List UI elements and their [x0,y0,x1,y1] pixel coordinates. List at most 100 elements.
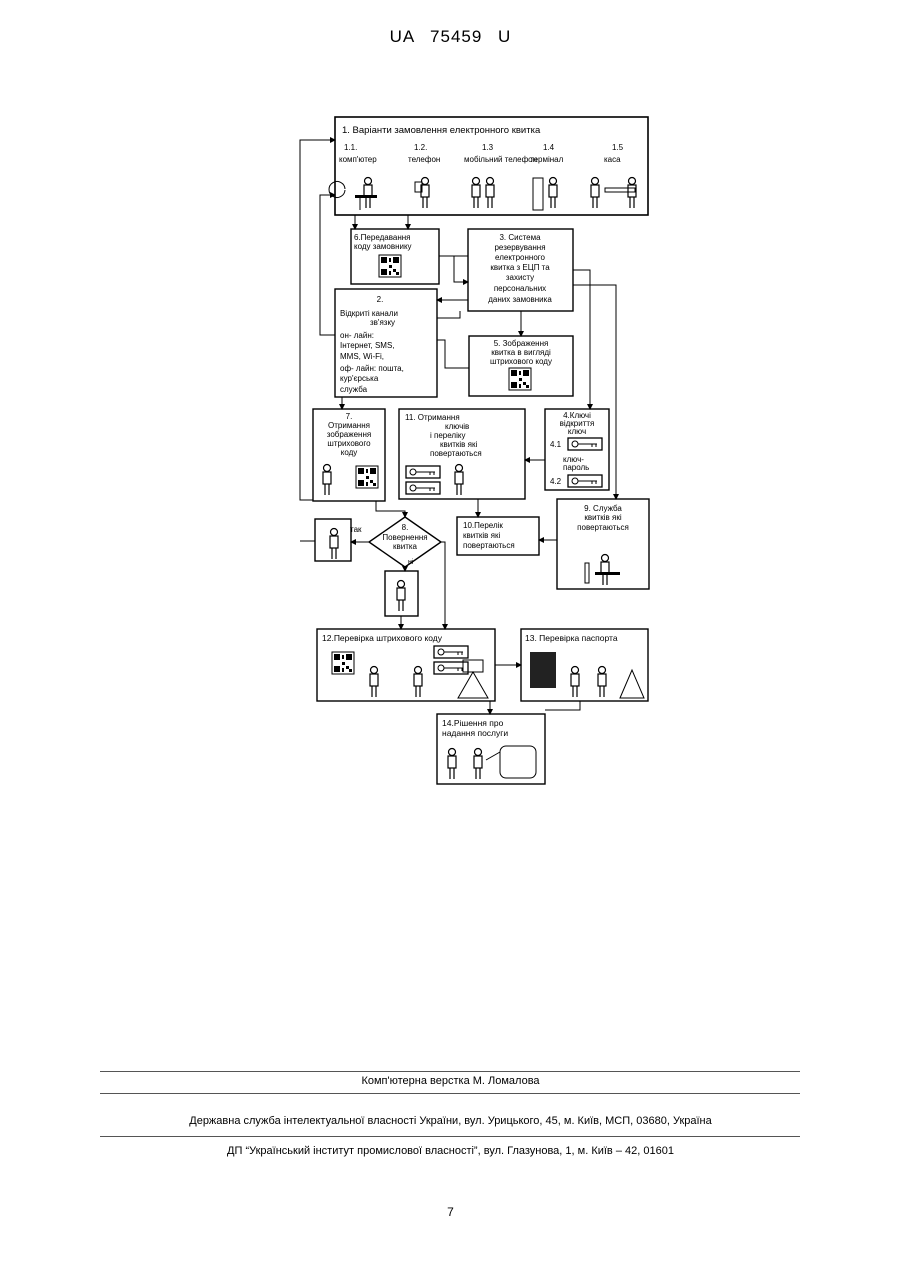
footer-divider [100,1136,800,1137]
box1-option3-num: 1.3 [482,143,494,152]
qr-code-icon [509,368,531,390]
box1-option4-label: термінал [530,155,564,164]
decision8-yes: так [350,525,362,534]
passenger-icon [474,749,482,780]
box5-line2: квитка в вигляді [491,348,551,357]
box10-line2: квитків які [463,531,500,540]
gate-icon [620,670,644,698]
passenger-icon [370,667,378,698]
box-code-transfer: 6.Передавання коду замовнику [351,229,439,284]
key-icon [406,482,440,494]
flowchart-svg: 1. Варіанти замовлення електронного квит… [0,0,901,800]
footer-divider [100,1093,800,1094]
box11-line3: і переліку [430,431,465,440]
footer-layout-credit: Комп'ютерна верстка М. Ломалова [0,1075,901,1087]
box2-line8: кур'єрська [340,374,379,383]
box11-line2: ключів [445,422,469,431]
box1-option3-label: мобільний телефон [464,155,537,164]
box6-line2: коду замовнику [354,242,412,251]
passport-icon [530,652,556,688]
box2-line9: служба [340,385,368,394]
key-icon [434,646,468,658]
box2-line5: Інтернет, SMS, [340,341,395,350]
box12-title: 12.Перевірка штрихового коду [322,633,443,643]
box1-option1-num: 1.1. [344,143,357,152]
box10-line1: 10.Перелік [463,521,503,530]
box14-line2: надання послуги [442,728,508,738]
footer-divider [100,1071,800,1072]
box3-line5: захисту [506,273,534,282]
box2-line6: MMS, Wi-Fi, [340,352,384,361]
inspector-icon [448,749,456,780]
box-passport-check: 13. Перевірка паспорта [521,629,648,701]
box7-line1: 7. [346,412,353,421]
box-passenger [385,571,418,616]
box7-line3: зображення [327,430,371,439]
qr-code-icon [379,255,401,277]
footer-institute-address: ДП “Український інститут промислової вла… [0,1145,901,1157]
box5-line3: штрихового коду [490,357,552,366]
cashier-icon [591,178,636,209]
box1-title: 1. Варіанти замовлення електронного квит… [342,125,541,136]
qr-code-icon [332,652,354,674]
decision8-no: ні [408,558,414,566]
box5-line1: 5. Зображення [494,339,549,348]
return-desk-icon [585,555,620,586]
box4-line3: ключ [568,427,586,436]
box-reservation-system: 3. Система резервування електронного кви… [468,229,573,311]
box-barcode-image: 5. Зображення квитка в вигляді штриховог… [469,336,573,396]
box7-line2: Отримання [328,421,370,430]
box1-option4-num: 1.4 [543,143,555,152]
box13-title: 13. Перевірка паспорта [525,633,618,643]
mobile-user-icon [472,178,494,209]
box10-line3: повертаються [463,541,515,550]
inspector-icon [598,667,606,698]
box9-line3: повертаються [577,523,629,532]
box-return-person [315,519,351,561]
box11-line1: 11. Отримання [405,413,460,422]
decision8-line1: 8. [402,523,409,532]
box2-line7: оф- лайн: пошта, [340,364,404,373]
aircraft-icon [486,746,536,778]
box4-key1-num: 4.1 [550,440,562,449]
decision8-line3: квитка [393,542,418,551]
box-return-service: 9. Служба квитків які повертаються [557,499,649,589]
key-icon [568,438,602,450]
box11-line5: повертаються [430,449,482,458]
box1-option5-label: каса [604,155,621,164]
box-communication-channels: 2. Відкриті канали зв'язку он- лайн: Інт… [335,289,437,397]
box3-line4: квитка з ЕЦП та [490,263,550,272]
decision8-line2: Повернення [382,533,427,542]
box-opening-keys: 4.Ключі відкриття ключ 4.1 ключ- пароль … [545,409,609,490]
box1-option1-label: комп'ютер [339,155,377,164]
box2-line3: зв'язку [370,318,395,327]
box14-line1: 14.Рішення про [442,718,504,728]
box3-line1: 3. Система [499,233,541,242]
gate-icon [458,660,488,698]
computer-user-icon [329,178,377,211]
passenger-icon [323,465,331,496]
box9-line1: 9. Служба [584,504,622,513]
box7-line4: штрихового [327,439,371,448]
box2-line1: 2. [377,295,384,304]
box1-option2-num: 1.2. [414,143,427,152]
terminal-user-icon [533,178,557,211]
page-number: 7 [0,1205,901,1219]
box9-line2: квитків які [584,513,621,522]
box3-line3: електронного [495,253,545,262]
box-return-list: 10.Перелік квитків які повертаються [457,517,539,555]
key-icon [406,466,440,478]
box1-option2-label: телефон [408,155,440,164]
box4-key1-label2: пароль [563,463,589,472]
box2-line2: Відкриті канали [340,309,398,318]
passenger-icon [330,529,338,560]
box6-line1: 6.Передавання [354,233,411,242]
box-receive-keys: 11. Отримання ключів і переліку квитків … [399,409,525,499]
flowchart: 1. Варіанти замовлення електронного квит… [0,0,901,800]
box-receive-barcode: 7. Отримання зображення штрихового коду [313,409,385,501]
box11-line4: квитків які [440,440,477,449]
box-barcode-check: 12.Перевірка штрихового коду [317,629,495,701]
box4-key2-num: 4.2 [550,477,562,486]
box-ordering-options: 1. Варіанти замовлення електронного квит… [329,117,648,215]
box3-line2: резервування [494,243,545,252]
